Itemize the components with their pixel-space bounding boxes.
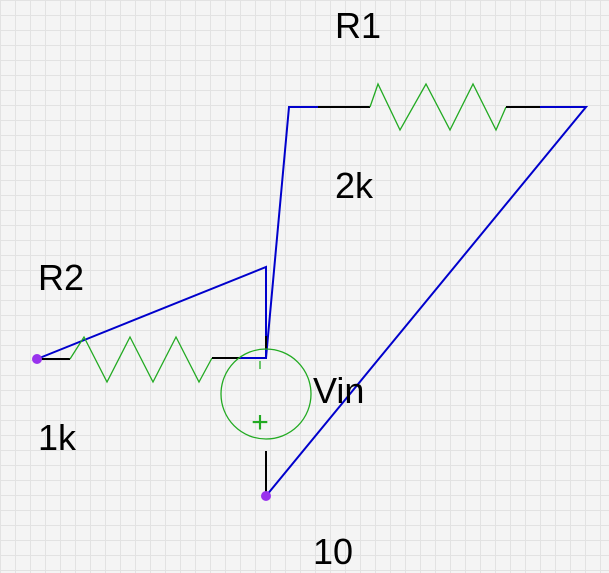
r1-value-label: 2k — [335, 165, 374, 206]
resistor-r1[interactable] — [318, 82, 540, 132]
vin-name-label: Vin — [313, 370, 364, 411]
r1-name-label: R1 — [335, 5, 381, 46]
wire-vin-top-to-r1[interactable] — [265, 106, 370, 359]
r2-value-label: 1k — [38, 417, 77, 458]
wire-r1-to-vin-bottom[interactable] — [265, 106, 589, 497]
r1-zigzag — [369, 82, 507, 132]
vin-body-circle — [220, 348, 312, 440]
vin-plus-symbol: + — [251, 406, 269, 439]
vin-value-label: 10 — [313, 531, 353, 572]
node-vin-bottom-terminal[interactable] — [261, 491, 271, 501]
node-r2-left-terminal[interactable] — [32, 354, 42, 364]
r2-zigzag — [69, 335, 213, 384]
voltage-source-vin[interactable]: + — [220, 336, 312, 496]
r2-name-label: R2 — [38, 257, 84, 298]
resistor-r2[interactable] — [37, 335, 240, 384]
